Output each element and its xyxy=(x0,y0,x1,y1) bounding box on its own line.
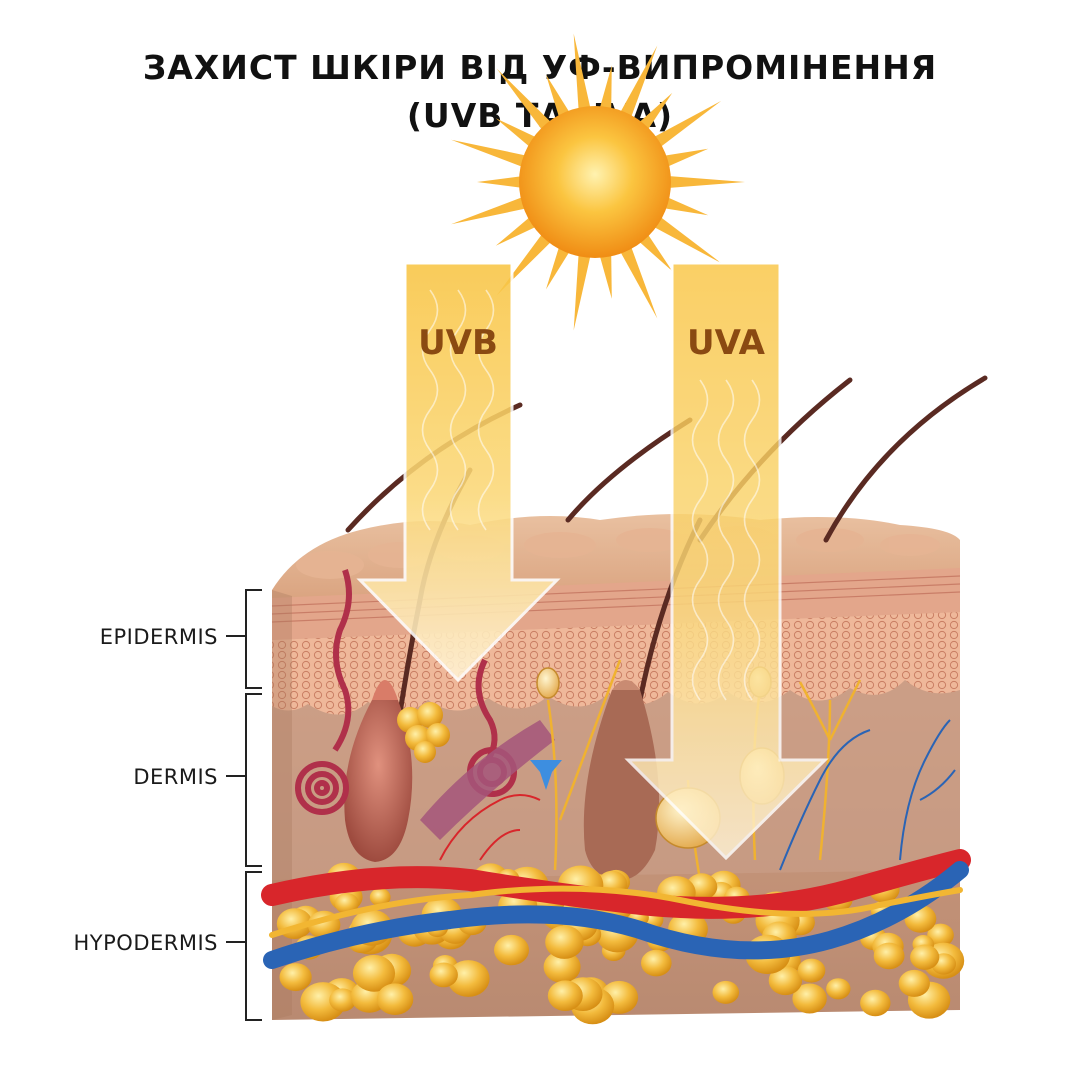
fat-cell xyxy=(545,925,584,959)
fat-cell xyxy=(334,892,359,914)
blood-vessels xyxy=(261,849,971,969)
fat-cell xyxy=(376,983,414,1015)
fat-cell xyxy=(898,969,930,997)
layer-brackets xyxy=(226,589,262,1021)
sun-ray xyxy=(573,33,592,114)
sun-ray xyxy=(660,148,709,169)
sun-ray xyxy=(495,214,540,246)
fat-cell xyxy=(792,983,827,1014)
blue-receptor xyxy=(530,760,562,790)
title-line-1: ЗАХИСТ ШКІРИ ВІД УФ-ВИПРОМІНЕННЯ xyxy=(142,48,938,87)
epidermis-label: EPIDERMIS xyxy=(100,625,218,649)
fat-cell xyxy=(712,980,740,1004)
sun-ray xyxy=(545,74,572,122)
sweat-gland-left xyxy=(295,569,352,815)
fat-cell xyxy=(494,934,529,966)
sun-ray xyxy=(664,175,745,189)
hair-follicle-left xyxy=(344,680,413,862)
uva-arrow: UVA xyxy=(624,261,829,861)
sun-ray xyxy=(573,250,592,331)
sun-icon xyxy=(451,33,745,331)
arrector-muscle xyxy=(420,720,555,840)
uvb-label: UVB xyxy=(418,323,498,363)
sun-ray xyxy=(660,195,709,216)
fat-cell xyxy=(352,954,396,992)
fat-cell xyxy=(910,944,940,970)
sun-ray xyxy=(635,92,673,134)
capillaries xyxy=(439,794,541,861)
sun-ray xyxy=(650,100,722,150)
fat-cell xyxy=(797,958,826,983)
fat-cell xyxy=(279,963,312,992)
fat-cell xyxy=(547,980,583,1011)
sun-ray xyxy=(545,242,572,290)
sun-ray xyxy=(451,139,530,169)
fat-cell xyxy=(860,989,891,1017)
fat-cell xyxy=(329,988,356,1012)
sun-ray xyxy=(477,175,526,189)
fat-cell xyxy=(641,949,672,977)
uvb-arrow: UVB xyxy=(356,261,561,683)
dermis-label: DERMIS xyxy=(133,765,218,789)
fat-cell xyxy=(873,942,905,970)
sun-ray xyxy=(650,214,722,264)
sun-ray xyxy=(496,68,555,134)
sun-ray xyxy=(598,65,612,114)
sun-ray xyxy=(451,195,530,225)
fat-cell xyxy=(927,923,954,947)
sebaceous-gland xyxy=(397,702,450,763)
sun-ray xyxy=(618,242,658,319)
fat-cell xyxy=(543,950,581,984)
fat-cell xyxy=(826,978,851,1000)
sun-ray xyxy=(598,250,612,299)
sun-ray xyxy=(495,118,540,150)
sun-ray xyxy=(618,45,658,122)
fat-cell xyxy=(447,960,490,997)
sun-ray xyxy=(635,230,673,272)
fat-cell xyxy=(369,888,391,907)
hypodermis-label: HYPODERMIS xyxy=(74,931,218,955)
fat-cell xyxy=(429,962,458,988)
fat-cell xyxy=(768,966,803,996)
uva-label: UVA xyxy=(687,323,766,363)
hair-follicle-right xyxy=(583,680,660,881)
vein-capillaries xyxy=(779,719,956,871)
